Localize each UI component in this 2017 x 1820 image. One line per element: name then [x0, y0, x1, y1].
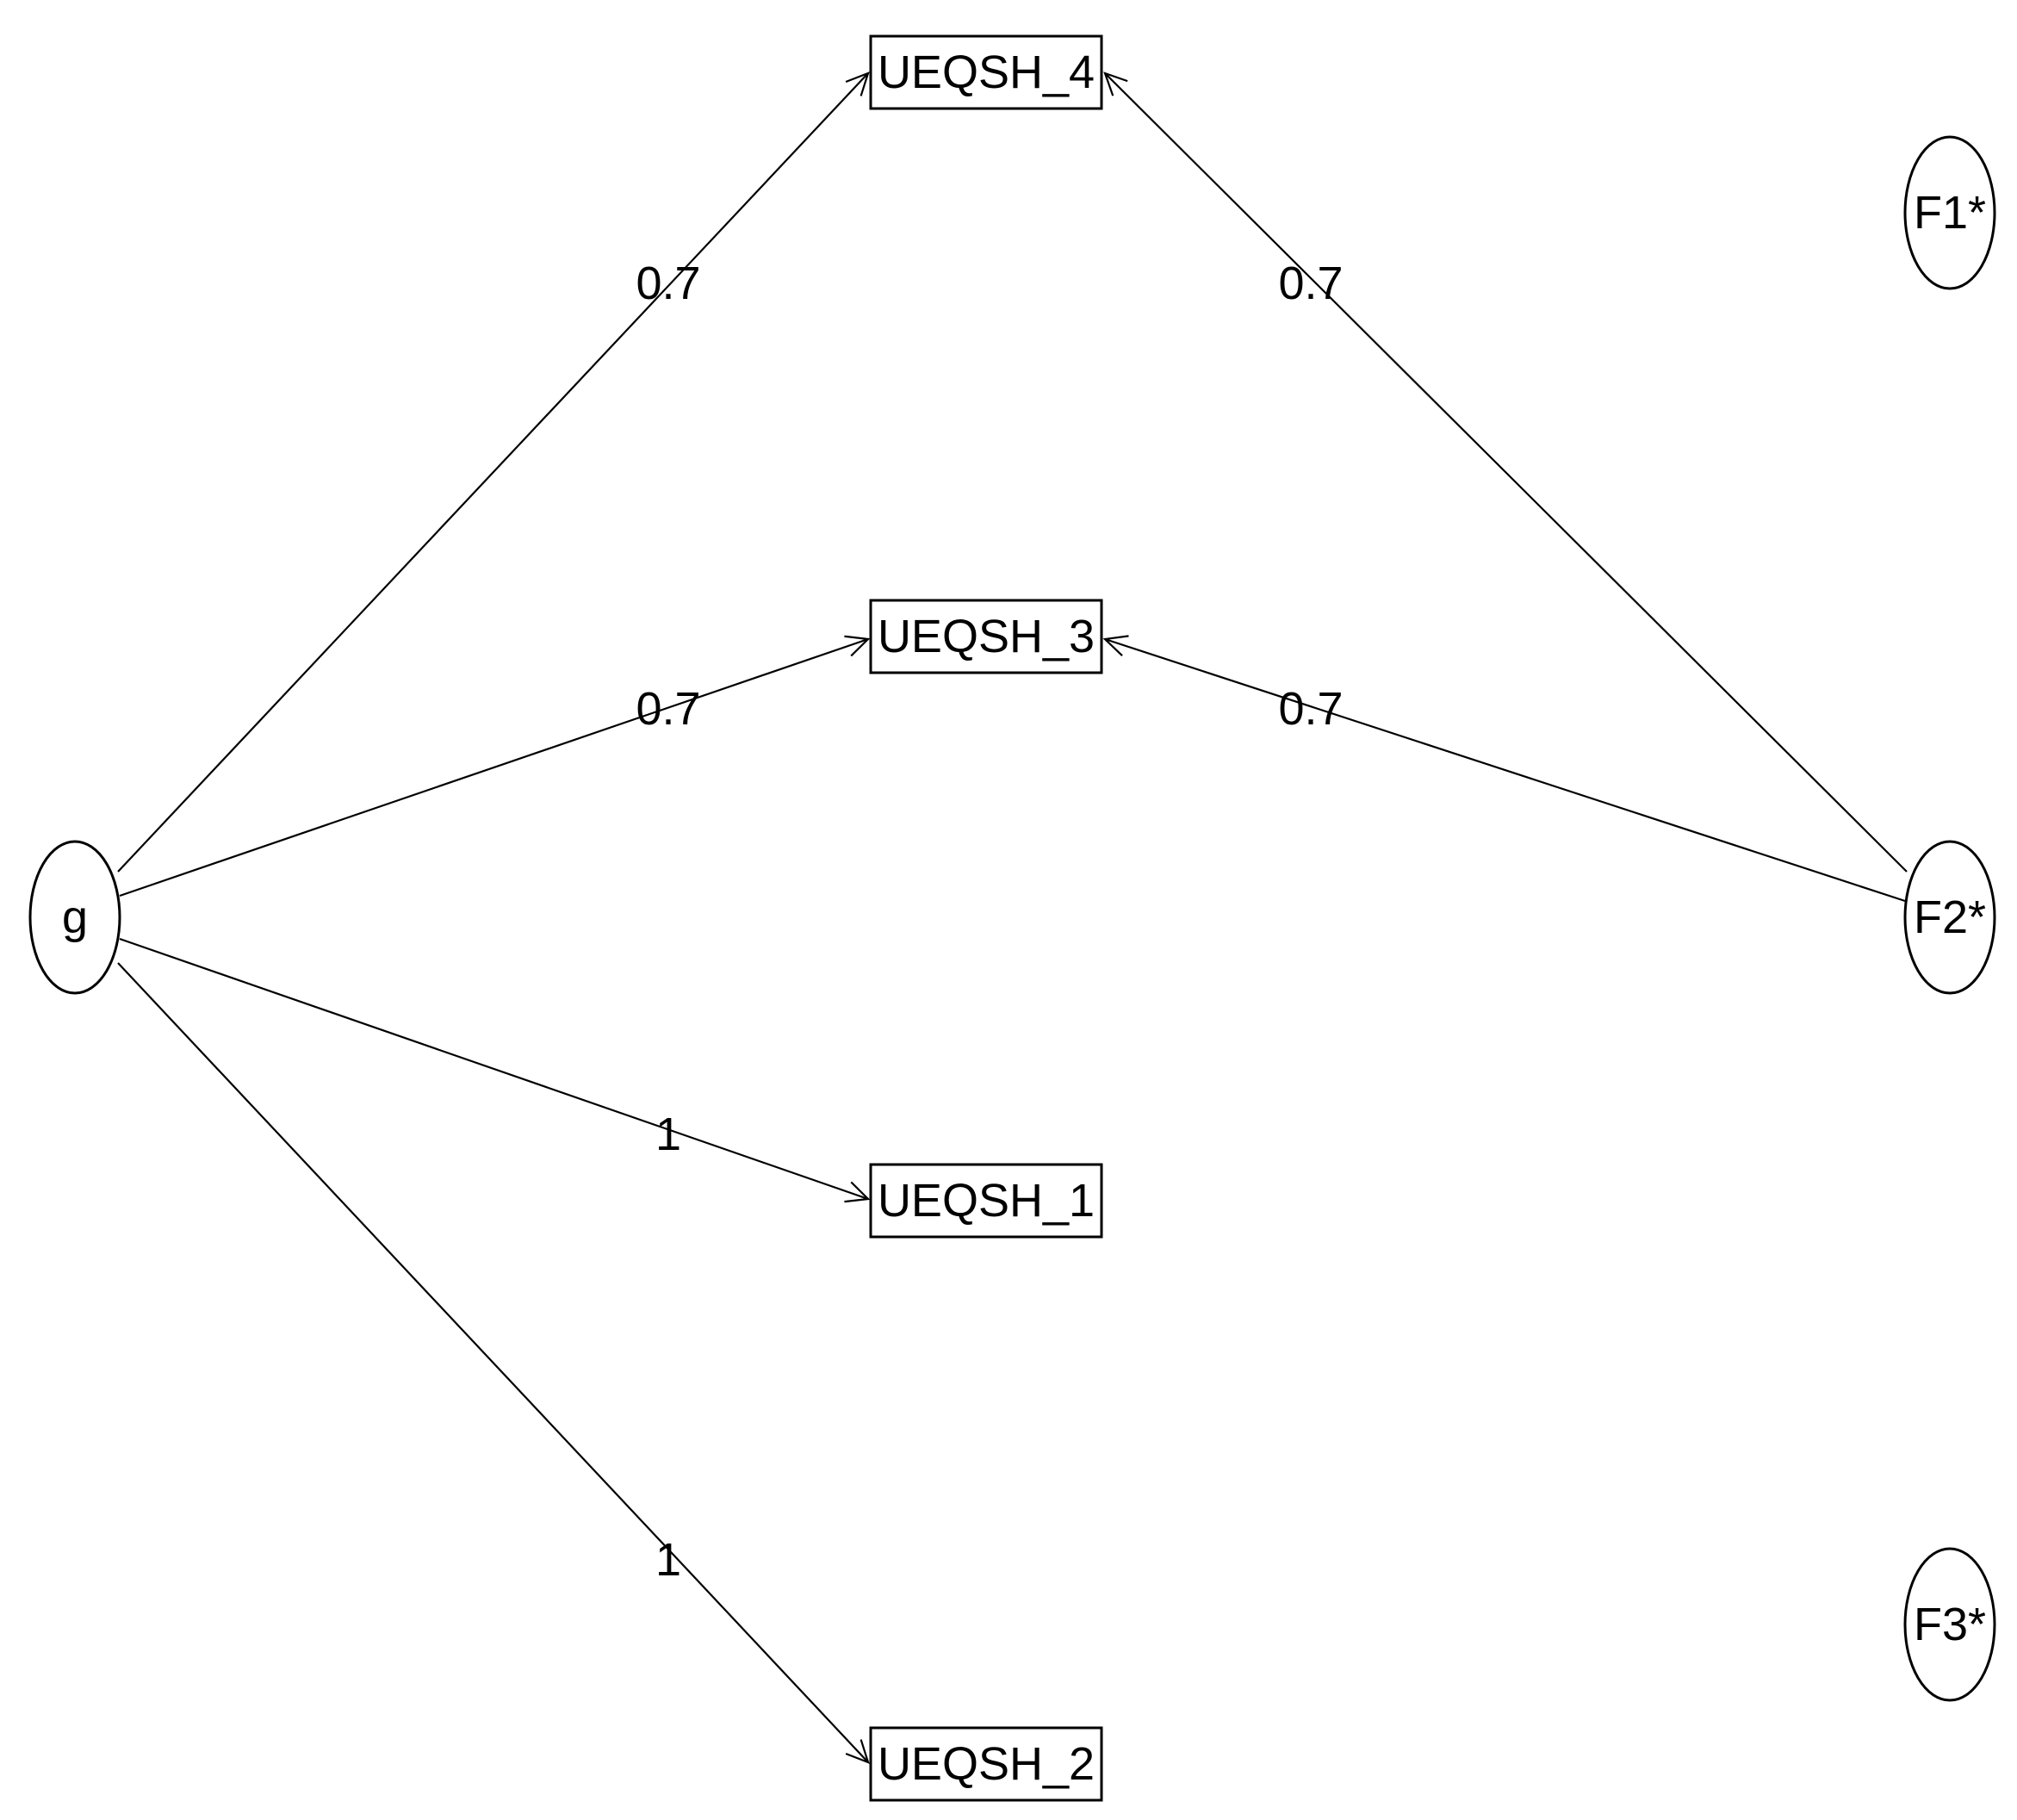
edge-label-g-u4: 0.7	[636, 258, 700, 309]
edge-g-to-u1	[119, 937, 871, 1203]
node-g-ellipse	[28, 840, 121, 995]
edge-label-g-u3: 0.7	[636, 683, 700, 735]
node-u3: UEQSH_3	[869, 599, 1103, 674]
node-f1-label: F1*	[1914, 187, 1986, 239]
node-u1: UEQSH_1	[869, 1163, 1103, 1239]
node-f1-ellipse	[1903, 135, 1996, 290]
node-u1-box	[869, 1163, 1103, 1239]
edge-g-to-u3	[119, 635, 871, 898]
node-f2-label: F2*	[1914, 891, 1986, 943]
node-u4-box	[869, 34, 1103, 110]
edge-label-f2-u4: 0.7	[1278, 258, 1343, 309]
edge-label-g-u1: 1	[655, 1109, 681, 1160]
edge-f2-to-u3	[1102, 635, 1906, 903]
node-u3-box	[869, 599, 1103, 674]
edge-g-to-u4	[117, 71, 870, 873]
node-u2: UEQSH_2	[869, 1726, 1103, 1802]
edge-labels-layer: 0.7 0.7 1 1 0.7 0.7	[636, 258, 1343, 1586]
node-f3-ellipse	[1903, 1547, 1996, 1702]
node-u2-box	[869, 1726, 1103, 1802]
node-f2: F2*	[1903, 840, 1996, 995]
node-u4-label: UEQSH_4	[878, 47, 1095, 98]
node-f3-label: F3*	[1914, 1599, 1986, 1650]
node-u4: UEQSH_4	[869, 34, 1103, 110]
node-f2-ellipse	[1903, 840, 1996, 995]
node-g-label: g	[62, 891, 88, 943]
node-u1-label: UEQSH_1	[878, 1175, 1095, 1227]
node-u3-label: UEQSH_3	[878, 611, 1095, 662]
node-u2-label: UEQSH_2	[878, 1738, 1095, 1790]
edges-layer	[117, 71, 1908, 1764]
edge-label-f2-u3: 0.7	[1278, 683, 1343, 735]
node-f3: F3*	[1903, 1547, 1996, 1702]
edge-g-to-u2	[117, 962, 870, 1764]
edge-f2-to-u4	[1103, 71, 1908, 873]
node-f1: F1*	[1903, 135, 1996, 290]
node-g: g	[28, 840, 121, 995]
edge-label-g-u2: 1	[655, 1534, 681, 1586]
